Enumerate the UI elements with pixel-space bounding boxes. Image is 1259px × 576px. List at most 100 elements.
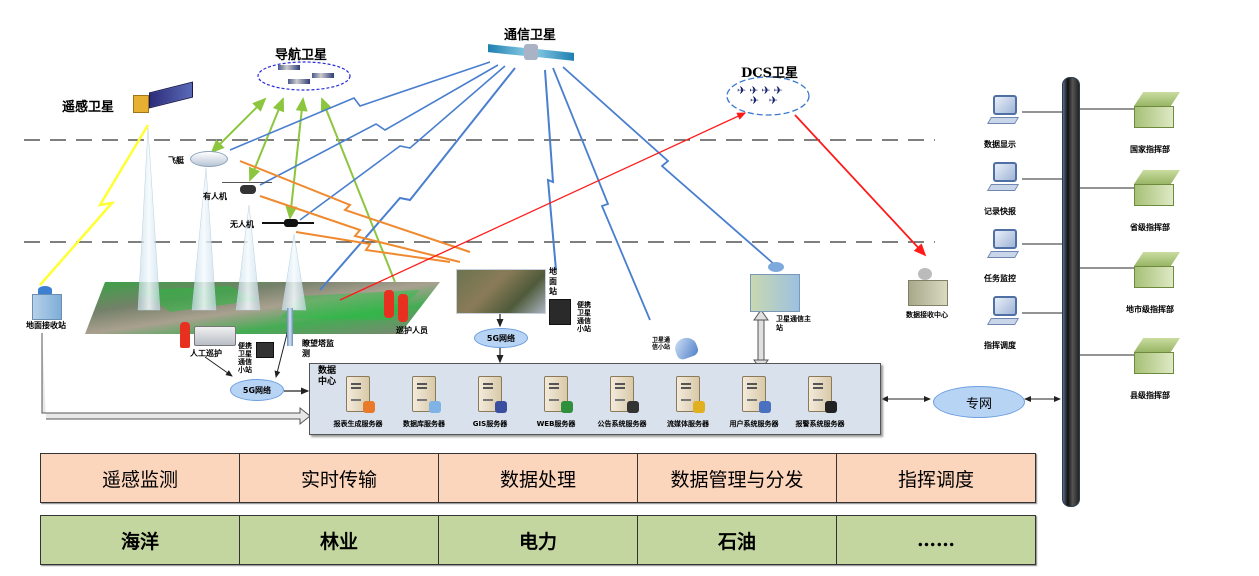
server-badge-icon [561, 401, 573, 413]
function-cell: 遥感监测 [41, 454, 240, 502]
airship-label: 飞艇 [168, 155, 184, 165]
server-label: 流媒体服务器 [667, 420, 709, 428]
patrol-personnel-icon [398, 294, 408, 322]
patrol-person-icon [180, 322, 190, 348]
server-icon [478, 376, 507, 413]
server: 报警系统服务器 [790, 376, 850, 429]
patrol-vehicle-icon [194, 326, 236, 346]
command-center-building-icon [1134, 92, 1180, 128]
ground-station-label: 地面站 [549, 266, 557, 296]
airship-icon [190, 151, 228, 167]
ground-station-vehicle-image [456, 269, 546, 314]
industry-cell: …… [917, 529, 955, 551]
function-cell: 指挥调度 [897, 468, 974, 491]
uav-label: 无人机 [230, 219, 254, 229]
hollow-flow-arrow [41, 333, 311, 426]
server-icon [808, 376, 837, 413]
satellite-main-station-label: 卫星通信主站 [776, 314, 811, 332]
server-badge-icon [759, 401, 771, 413]
dcs-satellite-group [726, 76, 810, 116]
communication-satellite-icon [488, 42, 578, 68]
server-icon [346, 376, 375, 413]
server-label: 报警系统服务器 [795, 420, 845, 428]
helicopter-icon [222, 180, 272, 198]
flow-arrow [204, 356, 233, 377]
server-label: 用户系统服务器 [729, 420, 779, 428]
beam-cone [137, 127, 161, 311]
industry-row: 海洋林业电力石油…… [40, 515, 1036, 565]
server-icon [610, 376, 639, 413]
nav-link [210, 97, 267, 154]
server-icon [412, 376, 441, 413]
communication-satellite-label: 通信卫星 [504, 28, 557, 43]
navigation-satellite-icon [278, 65, 300, 70]
terminal-label: 任务监控 [984, 273, 1016, 283]
portable-terminal-mid-label: 便携卫星通信小站 [577, 300, 591, 333]
server-badge-icon [825, 401, 837, 413]
watchtower-label: 瞭望塔监测 [302, 338, 334, 358]
terminal-label: 数据显示 [984, 139, 1016, 149]
server-badge-icon [495, 401, 507, 413]
command-center-building-icon [1134, 252, 1180, 288]
remote-sensing-satellite-label: 遥感卫星 [62, 100, 115, 115]
computer-terminal-icon [986, 229, 1027, 258]
computer-terminal-icon [986, 296, 1027, 325]
data-center-title: 数据中心 [318, 366, 337, 387]
server: 数据库服务器 [394, 376, 454, 429]
beam-cone [191, 167, 217, 311]
server-badge-icon [627, 401, 639, 413]
server: 公告系统服务器 [592, 376, 652, 429]
server-icon [742, 376, 771, 413]
navigation-satellite-group [257, 61, 351, 91]
server-label: WEB服务器 [536, 420, 576, 428]
server: 流媒体服务器 [658, 376, 718, 429]
server-label: GIS服务器 [472, 420, 508, 428]
industry-cell: 电力 [439, 516, 638, 564]
dcs-satellite-icons: ✈✈✈✈ ✈ ✈ [737, 84, 786, 107]
data-receiving-center-icon [908, 268, 948, 306]
remote-sensing-satellite-icon [133, 81, 193, 117]
function-cell: 实时传输 [240, 454, 439, 502]
watchtower-icon [287, 308, 293, 346]
nav-link [285, 97, 308, 220]
portable-terminal-left-label: 便携卫星通信小站 [238, 341, 252, 374]
uav-icon [262, 217, 314, 229]
manual-patrol-label: 人工巡护 [190, 348, 222, 358]
air-data-links [239, 160, 471, 263]
portable-terminal-icon [256, 342, 274, 358]
command-center-label: 国家指挥部 [1130, 144, 1170, 154]
dcs-satellite-label: DCS卫星 [741, 66, 799, 81]
server-badge-icon [693, 401, 705, 413]
beam-cone [281, 233, 307, 311]
server: WEB服务器 [526, 376, 586, 429]
bus-connections [1022, 108, 1140, 356]
function-cell: 数据处理 [439, 454, 638, 502]
nav-link [320, 97, 396, 283]
industry-cell: 林业 [240, 516, 439, 564]
server: 用户系统服务器 [724, 376, 784, 429]
dcs-uplink [339, 112, 747, 301]
server-label: 报表生成服务器 [333, 420, 383, 428]
network-bus-pipe [1062, 77, 1080, 507]
data-receiving-center-label: 数据接收中心 [906, 310, 948, 319]
navigation-satellite-icon [312, 73, 334, 78]
terminal-label: 指挥调度 [984, 340, 1016, 350]
industry-cell: 石油 [638, 516, 837, 564]
5g-network-cloud-mid: 5G网络 [474, 328, 528, 348]
server-label: 公告系统服务器 [597, 420, 647, 428]
patrol-personnel-label: 巡护人员 [396, 325, 428, 335]
server-icon [676, 376, 705, 413]
data-center: 数据中心 报表生成服务器 数据库服务器 GIS服务器 WEB服务器 公告系统服务器 流媒体… [309, 363, 881, 435]
command-center-building-icon [1134, 338, 1180, 374]
server-badge-icon [363, 401, 375, 413]
navigation-satellite-icon [288, 79, 310, 84]
remote-sensing-link [39, 124, 150, 286]
ground-receiving-station-icon [28, 286, 64, 320]
server: GIS服务器 [460, 376, 520, 429]
server-label: 数据库服务器 [403, 420, 445, 428]
satellite-small-station-label: 卫星通信小站 [652, 337, 671, 351]
5g-network-cloud-left: 5G网络 [230, 379, 284, 401]
comm-links [229, 61, 776, 321]
patrol-personnel-icon [384, 290, 394, 318]
